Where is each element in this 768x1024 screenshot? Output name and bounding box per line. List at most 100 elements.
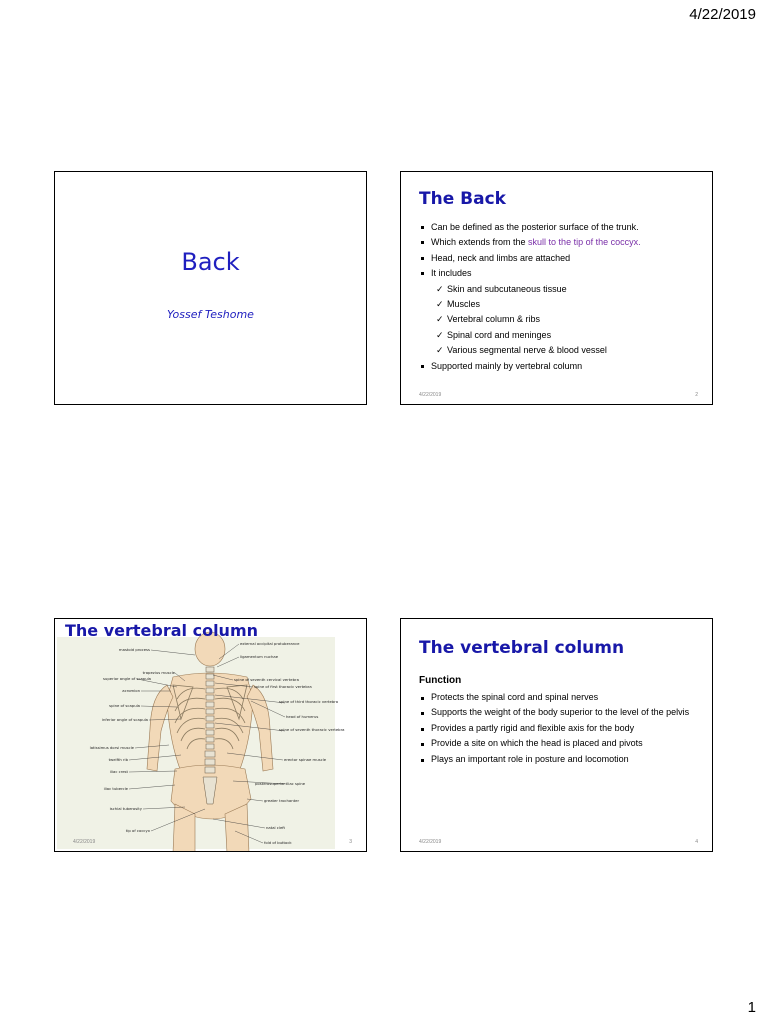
ribs-illustration — [172, 684, 248, 750]
rib — [176, 717, 206, 734]
vertebra — [205, 715, 215, 722]
figure-label: latissimus dorsi muscle — [90, 745, 135, 750]
figure-label: ischial tuberosity — [110, 806, 143, 811]
vertebra — [205, 743, 215, 750]
vertebra — [205, 729, 215, 736]
sub-item-text: Muscles — [447, 299, 481, 310]
figure-label: twelfth rib — [109, 757, 129, 762]
slide-footer-number: 3 — [349, 839, 352, 845]
figure-label: spine of first thoracic vertebra — [254, 684, 312, 689]
slide-thumbnail-1: Back Yossef Teshome — [54, 171, 367, 405]
scapula-right — [226, 684, 248, 721]
slide-subtitle: Function — [419, 675, 462, 686]
rib — [180, 727, 206, 742]
figure-label: greater trochanter — [264, 798, 299, 803]
leader-line — [212, 818, 266, 829]
leader-line — [214, 722, 286, 732]
vertebra — [204, 758, 216, 766]
bullet-item: Supported mainly by vertebral column — [419, 359, 704, 374]
figure-label: ligamentum nuchae — [240, 654, 279, 659]
leader-lines — [128, 643, 288, 844]
sub-item: ✓Muscles — [419, 297, 704, 312]
slide-footer-date: 4/22/2019 — [419, 839, 442, 845]
leader-line — [142, 806, 186, 810]
leader-line — [150, 649, 196, 656]
checkmark-icon: ✓ — [436, 283, 444, 294]
vertebra — [205, 687, 215, 694]
leader-line — [134, 744, 170, 749]
leader-line — [128, 754, 182, 761]
vertebra — [205, 666, 215, 673]
slide-title: The vertebral column — [419, 638, 625, 658]
bullet-item: Head, neck and limbs are attached — [419, 251, 704, 266]
rib — [214, 738, 234, 750]
figure-label: spine of seventh thoracic vertebra — [279, 727, 344, 732]
sub-item: ✓Various segmental nerve & blood vessel — [419, 343, 704, 358]
leader-line — [140, 705, 178, 708]
leader-line — [174, 672, 186, 682]
leader-line — [250, 700, 286, 718]
leader-line — [232, 780, 288, 785]
left-labels: mastoid process trapezius muscle superio… — [90, 647, 176, 833]
vertebra — [205, 701, 215, 708]
vertebra — [205, 708, 215, 715]
checkmark-icon: ✓ — [436, 345, 444, 356]
leader-line — [218, 643, 240, 660]
figure-label: trapezius muscle — [143, 670, 176, 675]
rib — [174, 707, 206, 724]
figure-label: superior angle of scapula — [103, 676, 151, 681]
figure-label: posterosuperior iliac spine — [255, 781, 306, 786]
leader-line — [148, 718, 182, 721]
head-shape — [194, 631, 226, 667]
slide-footer-date: 4/22/2019 — [73, 839, 96, 845]
bullet-text: Which extends from the — [431, 237, 529, 248]
spine-illustration — [202, 666, 218, 805]
slide-title: The vertebral column — [65, 621, 259, 640]
bullet-item: Supports the weight of the body superior… — [419, 706, 704, 718]
leader-line — [216, 656, 240, 668]
right-labels: external occipital protuberance ligament… — [234, 641, 344, 845]
rib — [214, 687, 244, 700]
figure-label: spine of third thoracic vertebra — [279, 699, 338, 704]
rib — [186, 738, 206, 750]
slide-thumbnail-2: The Back Can be defined as the posterior… — [400, 171, 713, 405]
right-leg-shape — [224, 803, 250, 851]
bullet-list: Protects the spinal cord and spinal nerv… — [419, 691, 704, 768]
sub-item: ✓Spinal cord and meninges — [419, 328, 704, 343]
leader-line — [128, 784, 176, 790]
rib — [174, 697, 206, 712]
rib — [214, 697, 246, 712]
leader-line — [246, 798, 264, 802]
leader-line — [150, 808, 206, 832]
figure-label: iliac tubercle — [104, 786, 129, 791]
vertebra — [204, 750, 216, 758]
figure-label: spine of scapula — [109, 703, 140, 708]
page-date: 4/22/2019 — [689, 6, 756, 23]
bullet-list: Can be defined as the posterior surface … — [419, 220, 704, 374]
bullet-item: Plays an important role in posture and l… — [419, 753, 704, 765]
rib — [214, 707, 246, 724]
figure-label: mastoid process — [119, 647, 150, 652]
vertebra — [205, 680, 215, 687]
figure-label: head of humerus — [286, 714, 318, 719]
checkmark-icon: ✓ — [436, 314, 444, 325]
figure-label: spine of seventh cervical vertebra — [234, 677, 299, 682]
leader-line — [214, 694, 286, 704]
figure-label: natal cleft — [266, 825, 286, 830]
sub-item: ✓Vertebral column & ribs — [419, 312, 704, 327]
figure-label: iliac crest — [110, 769, 129, 774]
slide-footer-number: 2 — [695, 392, 698, 398]
left-leg-shape — [172, 803, 196, 851]
slide-footer-number: 4 — [695, 839, 698, 845]
vertebra — [205, 722, 215, 729]
slide-author: Yossef Teshome — [167, 308, 254, 321]
slide-title: Back — [181, 248, 240, 276]
sub-item: ✓Skin and subcutaneous tissue — [419, 282, 704, 297]
figure-label: acromion — [122, 688, 140, 693]
rib — [214, 717, 244, 734]
leader-line — [136, 678, 178, 688]
slide-title: The Back — [419, 189, 506, 209]
checkmark-icon: ✓ — [436, 299, 444, 310]
sub-item-text: Skin and subcutaneous tissue — [447, 283, 567, 294]
leader-line — [234, 830, 264, 844]
